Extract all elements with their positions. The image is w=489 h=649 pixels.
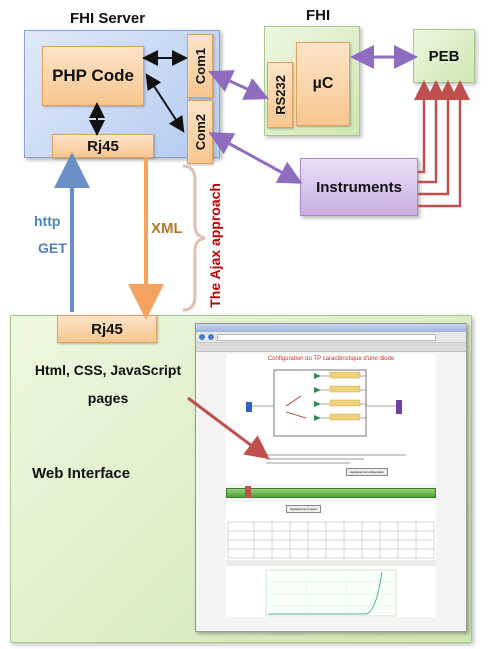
rs232-port: RS232 [267, 62, 293, 128]
pages-label-line1: Html, CSS, JavaScript [34, 362, 182, 378]
config-options [266, 454, 406, 464]
rj45-client-port: Rj45 [57, 315, 157, 343]
pages-label-line2: pages [87, 390, 129, 406]
http-label: http [34, 213, 61, 229]
com2-instruments-arrow [208, 132, 303, 184]
browser-toolbar [196, 332, 466, 343]
com1-port: Com1 [187, 34, 213, 98]
pages-label: Html, CSS, JavaScript pages [18, 356, 198, 412]
green-progress-slider[interactable] [226, 486, 436, 498]
ajax-brace [182, 164, 206, 312]
address-bar[interactable] [217, 333, 436, 341]
fhi-title: FHI [306, 7, 331, 24]
rj45-server-port: Rj45 [52, 134, 154, 158]
back-button-icon[interactable] [199, 334, 205, 340]
com2-label: Com2 [192, 113, 208, 151]
forward-button-icon[interactable] [208, 334, 214, 340]
xml-label: XML [151, 220, 183, 237]
fhi-server-title: FHI Server [70, 10, 146, 27]
iv-curve-plot [265, 569, 397, 617]
measure-panel: Appliquer la mesure [226, 502, 436, 617]
ajax-label-wrap: The Ajax approach [204, 170, 226, 320]
apply-measure-button[interactable]: Appliquer la mesure [286, 505, 321, 513]
point-selector-row[interactable] [226, 560, 436, 566]
peb-box: PEB [413, 29, 475, 83]
apply-configuration-button[interactable]: Appliquer la configuration [346, 468, 388, 476]
instruments-box: Instruments [300, 158, 418, 216]
circuit-schematic [246, 369, 402, 437]
com1-label: Com1 [192, 47, 208, 85]
rs232-label: RS232 [272, 75, 288, 115]
config-panel: Configuration du TP caractéristique d'un… [226, 354, 436, 484]
com1-rs232-arrow [208, 70, 269, 100]
slider-handle[interactable] [245, 486, 251, 498]
php-code-box: PHP Code [42, 46, 144, 106]
microcontroller-box: µC [296, 42, 350, 126]
web-interface-screenshot: Configuration du TP caractéristique d'un… [195, 323, 467, 632]
browser-titlebar [196, 324, 466, 332]
config-heading: Configuration du TP caractéristique d'un… [267, 356, 395, 362]
measure-table [227, 521, 435, 559]
get-label: GET [38, 240, 67, 256]
ajax-label: The Ajax approach [207, 182, 223, 308]
com2-port: Com2 [187, 100, 213, 164]
web-interface-label: Web Interface [32, 465, 131, 482]
browser-tabs [196, 343, 466, 352]
